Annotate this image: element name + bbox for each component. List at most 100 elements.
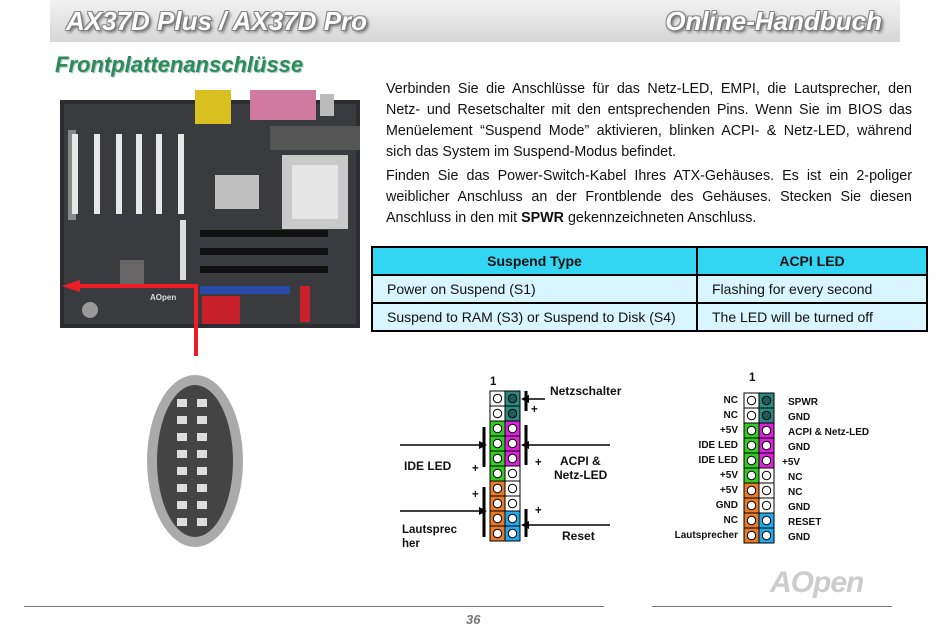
pin <box>746 440 757 451</box>
table-cell: Suspend to RAM (S3) or Suspend to Disk (… <box>371 302 698 332</box>
manual-title: Online-Handbuch <box>665 6 882 36</box>
motherboard-image: AOpen <box>60 90 360 328</box>
pin-label-right: GND <box>788 412 811 423</box>
pin-label-left: Lautsprecher <box>674 530 738 541</box>
netzschalter-label: Netzschalter <box>550 384 622 398</box>
table-header-row: Suspend Type ACPI LED <box>371 246 928 276</box>
pin-label-right: +5V <box>782 457 801 468</box>
pin <box>761 515 772 526</box>
table-cell: Power on Suspend (S1) <box>371 274 698 304</box>
pin <box>492 423 503 434</box>
header-bar: AX37D Plus / AX37D Pro Online-Handbuch <box>50 0 900 42</box>
pin <box>761 530 772 541</box>
pin1-label: 1 <box>490 376 497 388</box>
pin <box>761 470 772 481</box>
plus-sign: + <box>472 489 479 501</box>
plus-sign: + <box>535 457 542 469</box>
pin <box>746 485 757 496</box>
pin-label-right: NC <box>788 487 803 498</box>
ideled-label: IDE LED <box>404 459 452 473</box>
motherboard-logo: AOpen <box>150 293 176 302</box>
footer-line <box>24 606 604 607</box>
pin <box>507 393 518 404</box>
pin <box>761 500 772 511</box>
pin-label-left: IDE LED <box>698 440 738 451</box>
product-title: AX37D Plus / AX37D Pro <box>66 6 368 36</box>
pin-label-left: NC <box>723 395 738 406</box>
pin <box>492 528 503 539</box>
lautsprecher-label-2: her <box>402 538 420 550</box>
pin-label-left: NC <box>723 410 738 421</box>
table-cell: Flashing for every second <box>696 274 928 304</box>
pin-label-left: +5V <box>719 425 738 436</box>
power-switch-paragraph: Finden Sie das Power-Switch-Kabel Ihres … <box>386 166 912 229</box>
pin-label-right: RESET <box>788 517 822 528</box>
pin-header-2 <box>743 392 775 544</box>
section-title: Frontplattenanschlüsse <box>55 52 304 77</box>
connector-photo <box>147 375 243 547</box>
plus-sign: + <box>531 404 538 416</box>
pin <box>492 438 503 449</box>
pin <box>761 455 772 466</box>
pin <box>492 483 503 494</box>
pin-header-1 <box>400 390 610 542</box>
table-row: Suspend to RAM (S3) or Suspend to Disk (… <box>371 302 928 332</box>
pin <box>761 485 772 496</box>
pin <box>492 408 503 419</box>
pin <box>507 468 518 479</box>
paragraph-text-end: gekennzeichneten Anschluss. <box>564 210 757 226</box>
pin-label-right: NC <box>788 472 803 483</box>
paragraph-text: Finden Sie das Power-Switch-Kabel Ihres … <box>386 168 912 226</box>
pin <box>507 483 518 494</box>
plus-sign: + <box>535 505 542 517</box>
aopen-logo: AOpen <box>770 566 864 599</box>
pin <box>492 468 503 479</box>
pin <box>492 393 503 404</box>
acpi-label: ACPI & <box>560 454 601 468</box>
pin <box>761 410 772 421</box>
pin <box>746 500 757 511</box>
pin <box>492 513 503 524</box>
spwr-label: SPWR <box>521 210 564 226</box>
netzled-label: Netz-LED <box>554 468 608 482</box>
table-header: Suspend Type <box>371 246 698 276</box>
table-cell: The LED will be turned off <box>696 302 928 332</box>
pin1-label-2: 1 <box>749 372 756 384</box>
red-arrow <box>62 280 198 356</box>
pin <box>507 408 518 419</box>
lautsprecher-label: Lautsprec <box>402 524 457 536</box>
pin-label-right: SPWR <box>788 397 818 408</box>
pin <box>761 425 772 436</box>
pin <box>746 455 757 466</box>
pin-label-right: GND <box>788 502 811 513</box>
table-header: ACPI LED <box>696 246 928 276</box>
pin <box>761 440 772 451</box>
pin <box>761 395 772 406</box>
pin <box>746 395 757 406</box>
page-number: 36 <box>466 612 481 627</box>
pin-label-left: NC <box>723 515 738 526</box>
pin-label-right: ACPI & Netz-LED <box>788 427 870 438</box>
pin-label-right: GND <box>788 442 811 453</box>
intro-paragraph: Verbinden Sie die Anschlüsse für das Net… <box>386 81 912 160</box>
pin <box>746 410 757 421</box>
pin <box>492 498 503 509</box>
plus-sign: + <box>472 463 479 475</box>
pin <box>492 453 503 464</box>
pin <box>746 470 757 481</box>
pin-label-left: +5V <box>719 470 738 481</box>
pin <box>746 515 757 526</box>
pin <box>507 438 518 449</box>
pin <box>746 425 757 436</box>
pin-label-left: GND <box>715 500 738 511</box>
pin-label-left: +5V <box>719 485 738 496</box>
acpi-led-table: Suspend Type ACPI LED Power on Suspend (… <box>371 246 928 332</box>
pin <box>507 498 518 509</box>
pin-label-right: GND <box>788 532 811 543</box>
pin <box>507 513 518 524</box>
pin <box>507 423 518 434</box>
footer-line-right <box>652 606 892 607</box>
pin <box>507 453 518 464</box>
pin <box>507 528 518 539</box>
pin <box>746 530 757 541</box>
